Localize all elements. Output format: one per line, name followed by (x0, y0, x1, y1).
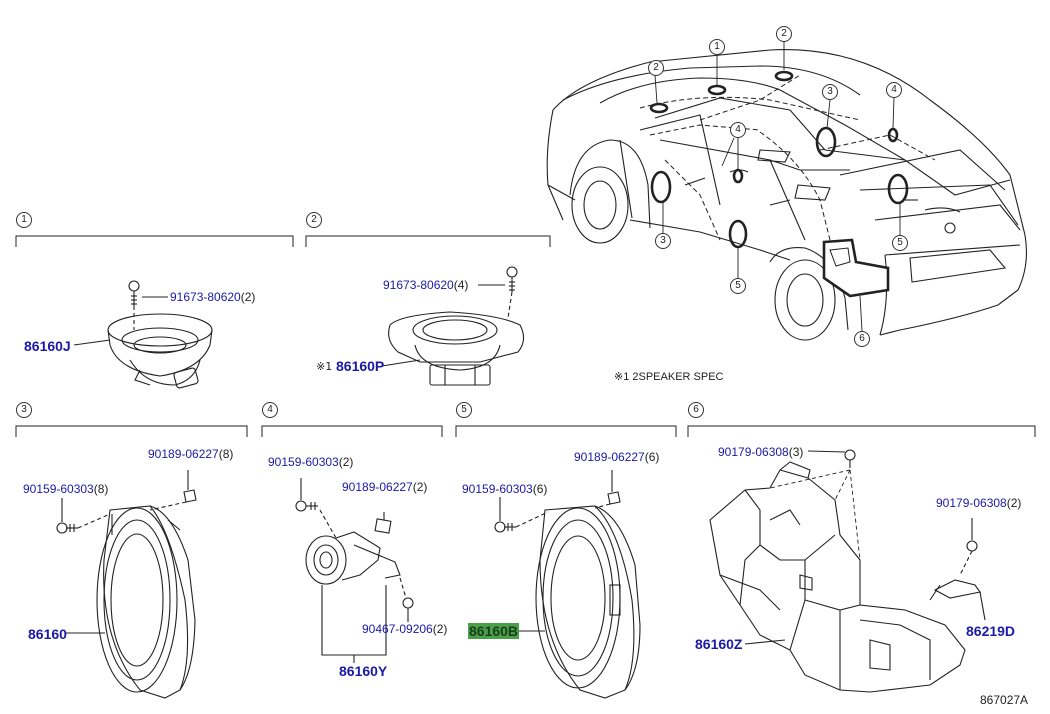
part-link-90159-60303[interactable]: 90159-60303(6) (462, 482, 548, 496)
callout-5-b[interactable]: 5 (730, 278, 746, 294)
callout-6[interactable]: 6 (854, 331, 870, 347)
part-link-86160P[interactable]: 86160P (336, 358, 385, 374)
part-link-90467-09206[interactable]: 90467-09206(2) (362, 622, 448, 636)
part-link-90179-06308[interactable]: 90179-06308(3) (718, 445, 804, 459)
callout-5-a[interactable]: 5 (892, 235, 908, 251)
callout-4-a[interactable]: 4 (886, 82, 902, 98)
speaker-86160J (73, 280, 213, 389)
callout-1[interactable]: 1 (709, 39, 725, 55)
callout-3-a[interactable]: 3 (822, 84, 838, 100)
figure-id: 867027A (980, 693, 1029, 707)
part-link-90189-06227[interactable]: 90189-06227(2) (342, 480, 428, 494)
part-link-90159-60303[interactable]: 90159-60303(2) (268, 455, 354, 469)
part-link-86160Z[interactable]: 86160Z (695, 636, 743, 652)
part-link-91673-80620[interactable]: 91673-80620(2) (170, 290, 256, 304)
spec-mark: ※1 (316, 360, 333, 373)
part-link-90179-06308[interactable]: 90179-06308(2) (936, 496, 1022, 510)
section-num-2: 2 (306, 212, 322, 228)
speaker-86160Y (295, 478, 414, 663)
part-link-86160B[interactable]: 86160B (468, 623, 520, 639)
section-num-6: 6 (688, 402, 704, 418)
callout-2-a[interactable]: 2 (648, 60, 664, 76)
section-num-5: 5 (456, 402, 472, 418)
part-link-86160J[interactable]: 86160J (24, 338, 71, 354)
section-num-1: 1 (16, 212, 32, 228)
callout-3-b[interactable]: 3 (655, 233, 671, 249)
speaker-86160B (494, 470, 641, 699)
speaker-86160P (381, 266, 525, 386)
part-link-91673-80620[interactable]: 91673-80620(4) (383, 278, 469, 292)
spec-note: ※1 2SPEAKER SPEC (614, 371, 724, 383)
part-link-86160Y[interactable]: 86160Y (339, 663, 388, 679)
part-link-90189-06227[interactable]: 90189-06227(6) (574, 450, 660, 464)
speaker-86160 (56, 470, 197, 699)
vehicle-illustration (546, 49, 1027, 341)
section-num-3: 3 (16, 402, 32, 418)
amplifier-86160Z (709, 449, 986, 693)
part-link-90159-60303[interactable]: 90159-60303(8) (23, 482, 109, 496)
callout-4-b[interactable]: 4 (730, 122, 746, 138)
part-link-86219D[interactable]: 86219D (966, 623, 1016, 639)
section-num-4: 4 (262, 402, 278, 418)
part-link-90189-06227[interactable]: 90189-06227(8) (148, 447, 234, 461)
part-link-86160[interactable]: 86160 (28, 626, 67, 642)
callout-2-b[interactable]: 2 (776, 26, 792, 42)
